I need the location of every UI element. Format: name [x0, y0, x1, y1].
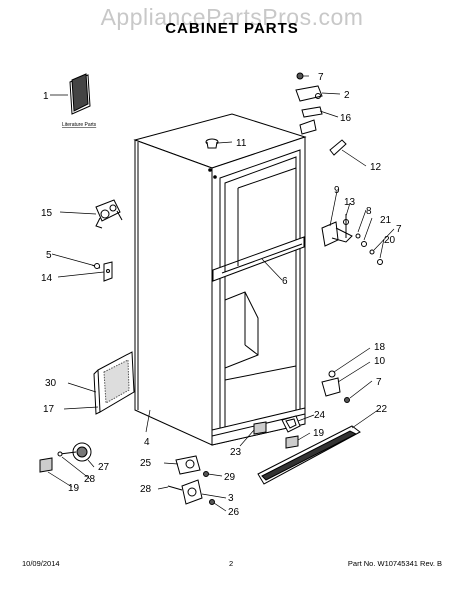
callout-25: 25 — [140, 458, 152, 469]
callout-17: 17 — [43, 404, 55, 415]
callout-11: 11 — [236, 138, 247, 149]
callout-20: 20 — [384, 235, 396, 246]
callout-28-left: 28 — [84, 474, 96, 485]
part-24-illustration — [281, 415, 301, 433]
callout-27: 27 — [98, 462, 110, 473]
callout-19-left: 19 — [68, 483, 80, 494]
callout-9: 9 — [334, 185, 340, 196]
top-hinge-illustration — [295, 72, 323, 118]
leader-lines — [47, 75, 395, 512]
callout-14: 14 — [41, 273, 53, 284]
part-23-illustration — [253, 421, 267, 435]
callout-2: 2 — [344, 90, 350, 101]
callout-4: 4 — [144, 437, 150, 448]
callout-21: 21 — [380, 215, 392, 226]
callout-6: 6 — [282, 276, 288, 287]
literature-booklet-illustration — [69, 73, 91, 115]
water-valve-illustration — [95, 199, 123, 229]
callout-28-right: 28 — [140, 484, 152, 495]
leveler-illustration — [39, 442, 92, 473]
bracket-14-illustration — [91, 261, 113, 282]
callout-7-bottom: 7 — [376, 377, 382, 388]
cabinet-illustration — [133, 113, 317, 446]
bottom-hinge-illustration — [321, 370, 350, 403]
callout-3: 3 — [228, 493, 234, 504]
callout-7-top: 7 — [318, 72, 324, 83]
callout-10: 10 — [374, 356, 386, 367]
callout-18: 18 — [374, 342, 386, 353]
footer-page-number: 2 — [229, 559, 234, 568]
callout-24: 24 — [314, 410, 326, 421]
rear-grille-illustration — [93, 351, 135, 415]
callout-15: 15 — [41, 208, 53, 219]
callout-5: 5 — [46, 250, 52, 261]
callout-30: 30 — [45, 378, 57, 389]
callout-29: 29 — [224, 472, 236, 483]
callout-22: 22 — [376, 404, 388, 415]
footer-date: 10/09/2014 — [22, 559, 60, 568]
footer-part-number: Part No. W10745341 Rev. B — [347, 559, 442, 568]
callout-1: 1 — [43, 91, 49, 102]
toe-grille-illustration — [257, 425, 361, 485]
roller-assembly-illustration — [167, 455, 215, 505]
callout-26: 26 — [228, 507, 240, 518]
hinge-pin-12-illustration — [329, 139, 347, 156]
part-19-right-illustration — [285, 435, 299, 449]
watermark: AppliancePartsPros.com — [100, 4, 364, 30]
callout-7-mid: 7 — [396, 224, 402, 235]
callout-19-right: 19 — [313, 428, 325, 439]
callout-8: 8 — [366, 206, 372, 217]
literature-label: Literature Parts — [62, 122, 97, 128]
center-hinge-illustration — [321, 214, 383, 265]
callout-16: 16 — [340, 113, 352, 124]
cap-11-illustration — [205, 138, 219, 149]
callout-13: 13 — [344, 197, 356, 208]
callout-23: 23 — [230, 447, 242, 458]
callout-12: 12 — [370, 162, 382, 173]
page-title: CABINET PARTS — [165, 20, 299, 37]
